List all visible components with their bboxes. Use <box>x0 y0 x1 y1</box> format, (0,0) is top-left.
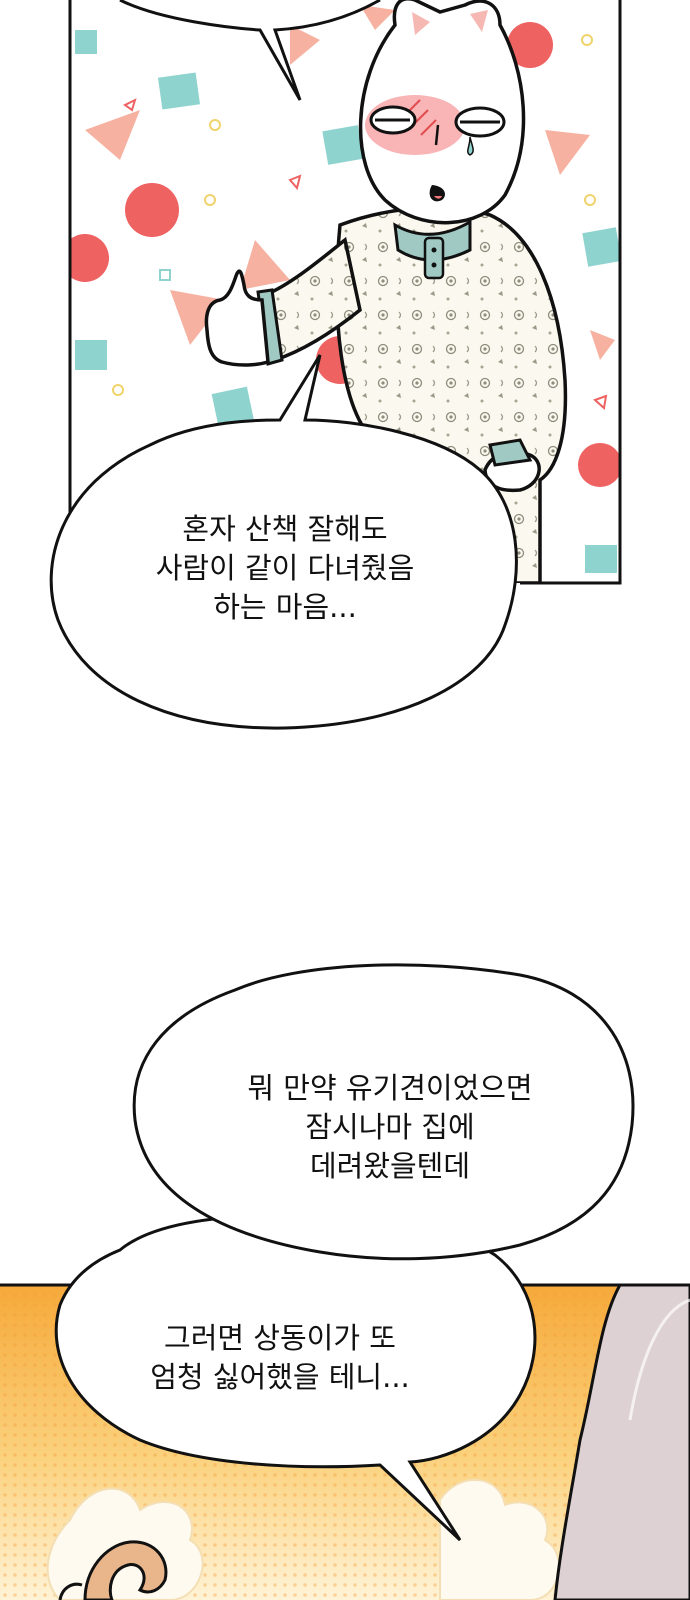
speech-line: 하는 마음... <box>213 590 357 624</box>
speech-bubble-3-text: 그러면 상동이가 또 엄청 싫어했을 테니... <box>90 1319 470 1397</box>
speech-line: 뭐 만약 유기견이었으면 <box>247 1071 533 1105</box>
speech-bubble-1 <box>49 354 518 730</box>
speech-bubble-2 <box>132 963 635 1261</box>
speech-line: 잠시나마 집에 <box>305 1110 475 1144</box>
thumbs-up-icon <box>204 269 270 367</box>
speech-line: 사람이 같이 다녀줬음 <box>155 551 415 585</box>
speech-line: 그러면 상동이가 또 <box>164 1321 396 1355</box>
speech-line: 데려왔을텐데 <box>309 1149 471 1183</box>
speech-bubble-1-text: 혼자 산책 잘해도 사람이 같이 다녀줬음 하는 마음... <box>100 510 470 627</box>
speech-line: 혼자 산책 잘해도 <box>182 512 388 546</box>
speech-line: 엄청 싫어했을 테니... <box>150 1360 410 1394</box>
speech-bubble-2-text: 뭐 만약 유기견이었으면 잠시나마 집에 데려왔을텐데 <box>195 1069 585 1186</box>
